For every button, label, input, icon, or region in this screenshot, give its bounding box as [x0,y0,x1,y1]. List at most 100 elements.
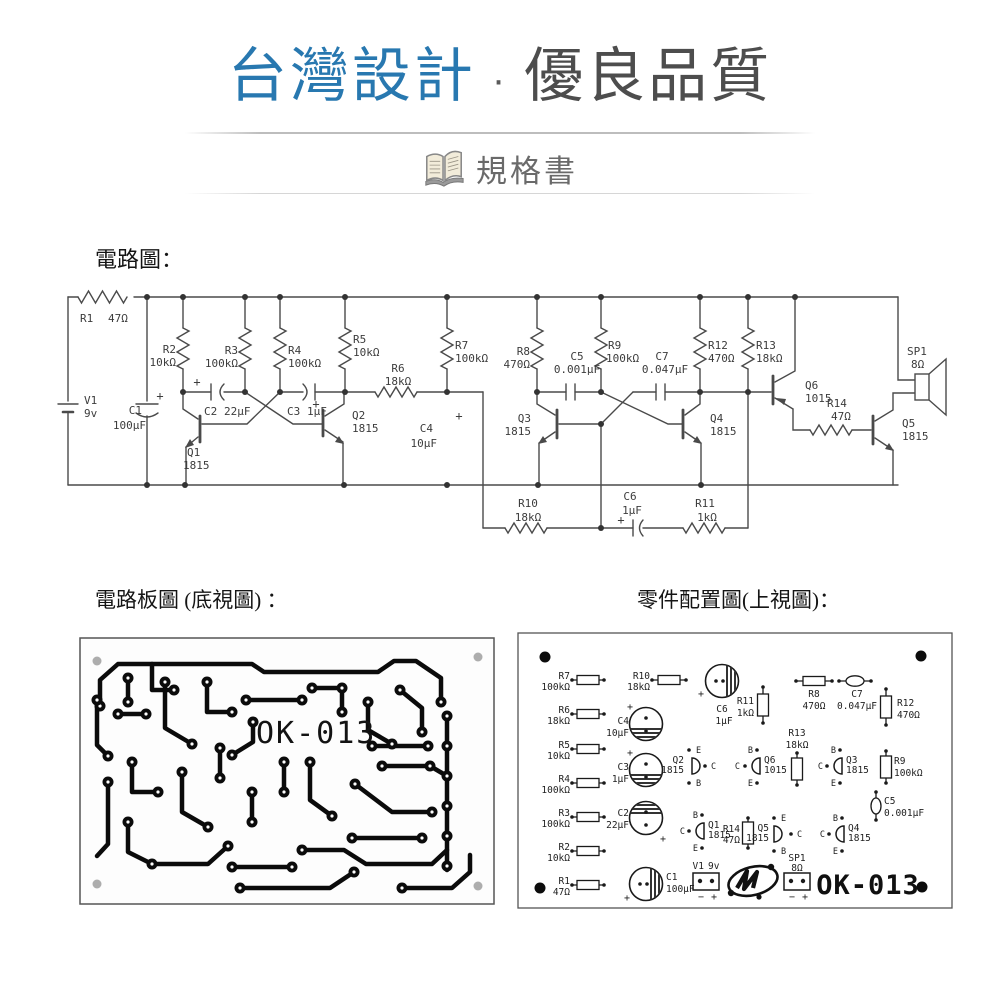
spec-label: 規格書 [476,153,578,189]
schematic-label-Q4-value: 1815 [710,425,737,438]
pin-label-b: B [693,811,698,821]
schematic-label-R1-value: 47Ω [108,312,128,325]
junction-dot [697,389,703,395]
transistor-outline [773,825,783,843]
layout-label-R11-value: 1kΩ [737,708,754,719]
wire [638,519,644,537]
wire [593,327,609,370]
wire [809,423,853,437]
pcb-trace [162,679,195,747]
layout-label-Q1-value: 1815 [708,830,731,841]
pcb-trace [204,679,235,715]
pcb-trace [299,847,450,867]
layout-label-R13-value: 18kΩ [786,740,809,751]
schematic-label-SP1-value: 8Ω [911,358,925,371]
schematic-label-R1-ref: R1 [80,312,93,325]
wire [682,521,726,535]
transistor-outline [691,757,701,775]
pin-label-c: C [820,830,825,840]
pcb-trace [97,658,444,709]
wire [439,327,455,370]
layout-label-R6-ref: R6 [559,705,571,716]
schematic-label-R4-ref: R4 [288,344,302,357]
pcb-trace [365,699,395,747]
pcb-pads [91,672,453,894]
junction-dot [598,389,604,395]
layout-label-R9-value: 100kΩ [894,768,923,779]
schematic-label-R7-ref: R7 [455,339,468,352]
polarity-plus-mark: + [711,892,717,903]
polarity-plus-mark: + [698,689,704,700]
layout-label-Q3-ref: Q3 [846,755,857,766]
layout-label-C1-ref: C1 [666,872,678,883]
schematic-junction-dots [144,294,798,531]
pcb-trace [352,781,435,815]
junction-dot [242,389,248,395]
pcb-trace [129,759,161,795]
schematic-label-C2-ref: C2 [204,405,217,418]
wire [897,296,916,381]
pin-label-b: B [748,746,753,756]
junction-dot [535,482,541,488]
layout-label-V1-ref: V1 [693,861,705,872]
wire [928,357,947,417]
junction-dot [444,482,450,488]
emitter-arrow [885,443,894,451]
schematic-label-R9-ref: R9 [608,339,621,352]
transistor-outline [833,757,843,775]
schematic-label-Q5-ref: Q5 [902,417,915,430]
silkscreen-logo [727,863,779,900]
section-label-layout: 零件配置圖(上視圖)： [637,588,840,612]
layout-label-R8-value: 470Ω [803,701,826,712]
layout-label-R5-value: 10kΩ [547,751,570,762]
junction-dot [745,389,751,395]
schematic-label-R14-value: 47Ω [831,410,851,423]
schematic-label-C1-value: 100μF [113,419,146,432]
schematic-label-Q1-value: 1815 [183,459,210,472]
layout-label-R12-value: 470Ω [897,710,920,721]
layout-label-Q6-value: 1015 [764,765,787,776]
layout-label-Q5-ref: Q5 [758,823,769,834]
wire [600,391,684,425]
title-separator: · [491,57,509,102]
layout-label-C2-value: 22μF [606,820,629,831]
wire [302,383,308,401]
pcb-trace [179,769,211,830]
schematic-label-Q1-ref: Q1 [187,446,200,459]
polarity-plus-mark: + [193,375,200,389]
wire [740,327,756,370]
junction-dot [341,482,347,488]
pin-label-b: B [781,847,786,857]
wire [272,327,288,370]
schematic-label-R8-ref: R8 [517,345,530,358]
pin-label-b: B [696,779,701,789]
layout-label-SP1-ref: SP1 [788,853,805,864]
polarity-minus-mark: − [789,892,795,903]
junction-dot [342,294,348,300]
pcb-trace [149,843,231,867]
emitter-arrow [335,436,344,444]
junction-dot [277,389,283,395]
schematic-label-Q3-value: 1815 [505,425,532,438]
pcb-trace [94,779,111,859]
schematic-label-R4-value: 100kΩ [288,357,321,370]
junction-dot [534,389,540,395]
schematic-label-C6-ref: C6 [623,490,636,503]
layout-corner-pads [534,650,928,894]
layout-label-R12-ref: R12 [897,698,914,709]
wire [874,392,916,422]
wire [792,408,811,431]
junction-dot [180,294,186,300]
layout-label-C6-value: 1μF [715,716,732,727]
wire [201,391,281,425]
schematic-label-R3-ref: R3 [225,344,238,357]
pin-label-b: B [833,814,838,824]
layout-label-C1-value: 100μF [666,884,695,895]
schematic-label-R13-value: 18kΩ [756,352,783,365]
wire [684,391,701,416]
pcb-trace [399,852,473,891]
schematic-label-Q6-ref: Q6 [805,379,818,392]
wire [529,327,545,370]
